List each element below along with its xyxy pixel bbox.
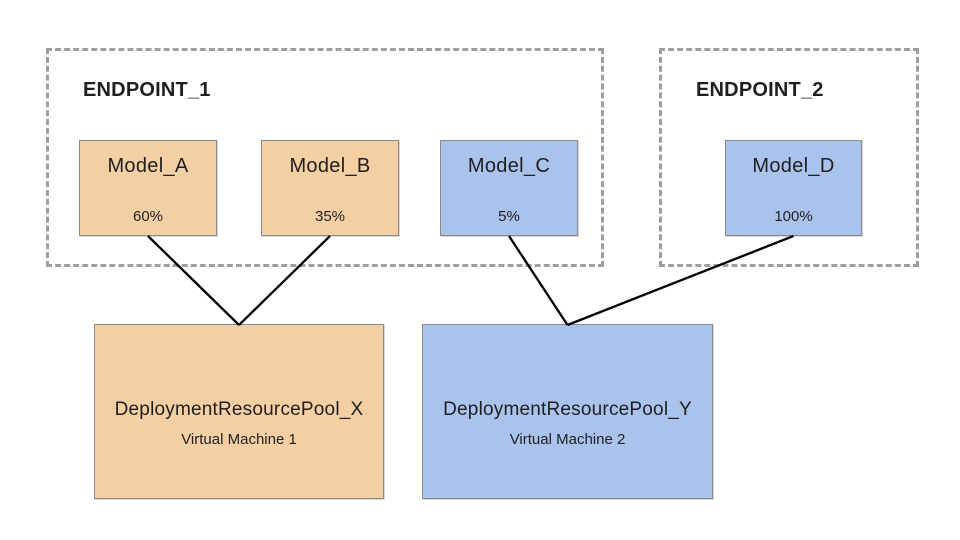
pool-y-name: DeploymentResourcePool_Y — [443, 399, 692, 420]
model-a-traffic-split: 60% — [132, 208, 164, 225]
pool-x-machine-label: Virtual Machine 1 — [181, 431, 297, 448]
pool-y-machine-label: Virtual Machine 2 — [509, 431, 626, 448]
model-a-name: Model_A — [107, 155, 189, 177]
endpoint-2-label: ENDPOINT_2 — [696, 79, 824, 101]
deployment-resource-pool-y-node: DeploymentResourcePool_Y Virtual Machine… — [422, 324, 713, 499]
model-c-traffic-split: 5% — [498, 208, 520, 225]
endpoint-2-box: ENDPOINT_2 Model_D 100% — [659, 48, 919, 267]
model-b-node: Model_B 35% — [261, 140, 399, 236]
model-c-name: Model_C — [467, 155, 551, 177]
pool-x-name: DeploymentResourcePool_X — [114, 399, 364, 420]
model-b-traffic-split: 35% — [314, 208, 346, 225]
endpoint-1-label: ENDPOINT_1 — [83, 79, 211, 101]
model-d-traffic-split: 100% — [774, 208, 813, 225]
model-b-name: Model_B — [289, 155, 371, 177]
model-d-node: Model_D 100% — [725, 140, 862, 236]
deployment-resource-pool-x-node: DeploymentResourcePool_X Virtual Machine… — [94, 324, 384, 499]
model-c-node: Model_C 5% — [440, 140, 578, 236]
endpoint-1-box: ENDPOINT_1 Model_A 60% Model_B 35% Model… — [46, 48, 604, 267]
model-a-node: Model_A 60% — [79, 140, 217, 236]
model-d-name: Model_D — [752, 155, 835, 177]
